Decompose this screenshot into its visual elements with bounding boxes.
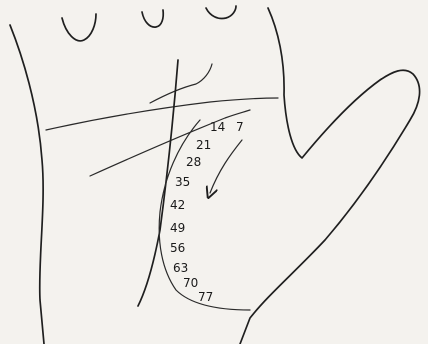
age-label-77: 77 (198, 290, 213, 304)
age-label-49: 49 (170, 221, 185, 235)
finger-base-1 (62, 14, 96, 41)
finger-base-2 (142, 10, 163, 27)
age-label-7: 7 (236, 120, 244, 134)
age-label-14: 14 (210, 120, 225, 134)
age-label-70: 70 (183, 276, 198, 290)
hand-outline-left (10, 25, 44, 344)
finger-base-3 (206, 6, 236, 19)
age-label-21: 21 (196, 138, 211, 152)
age-direction-arrow (210, 140, 242, 193)
age-label-56: 56 (170, 241, 185, 255)
fate-line (138, 60, 178, 306)
hand-outline-right (240, 8, 420, 344)
age-label-63: 63 (173, 261, 188, 275)
age-label-35: 35 (175, 175, 190, 189)
age-label-28: 28 (186, 155, 201, 169)
age-label-42: 42 (170, 198, 185, 212)
upper-crease (150, 64, 212, 103)
